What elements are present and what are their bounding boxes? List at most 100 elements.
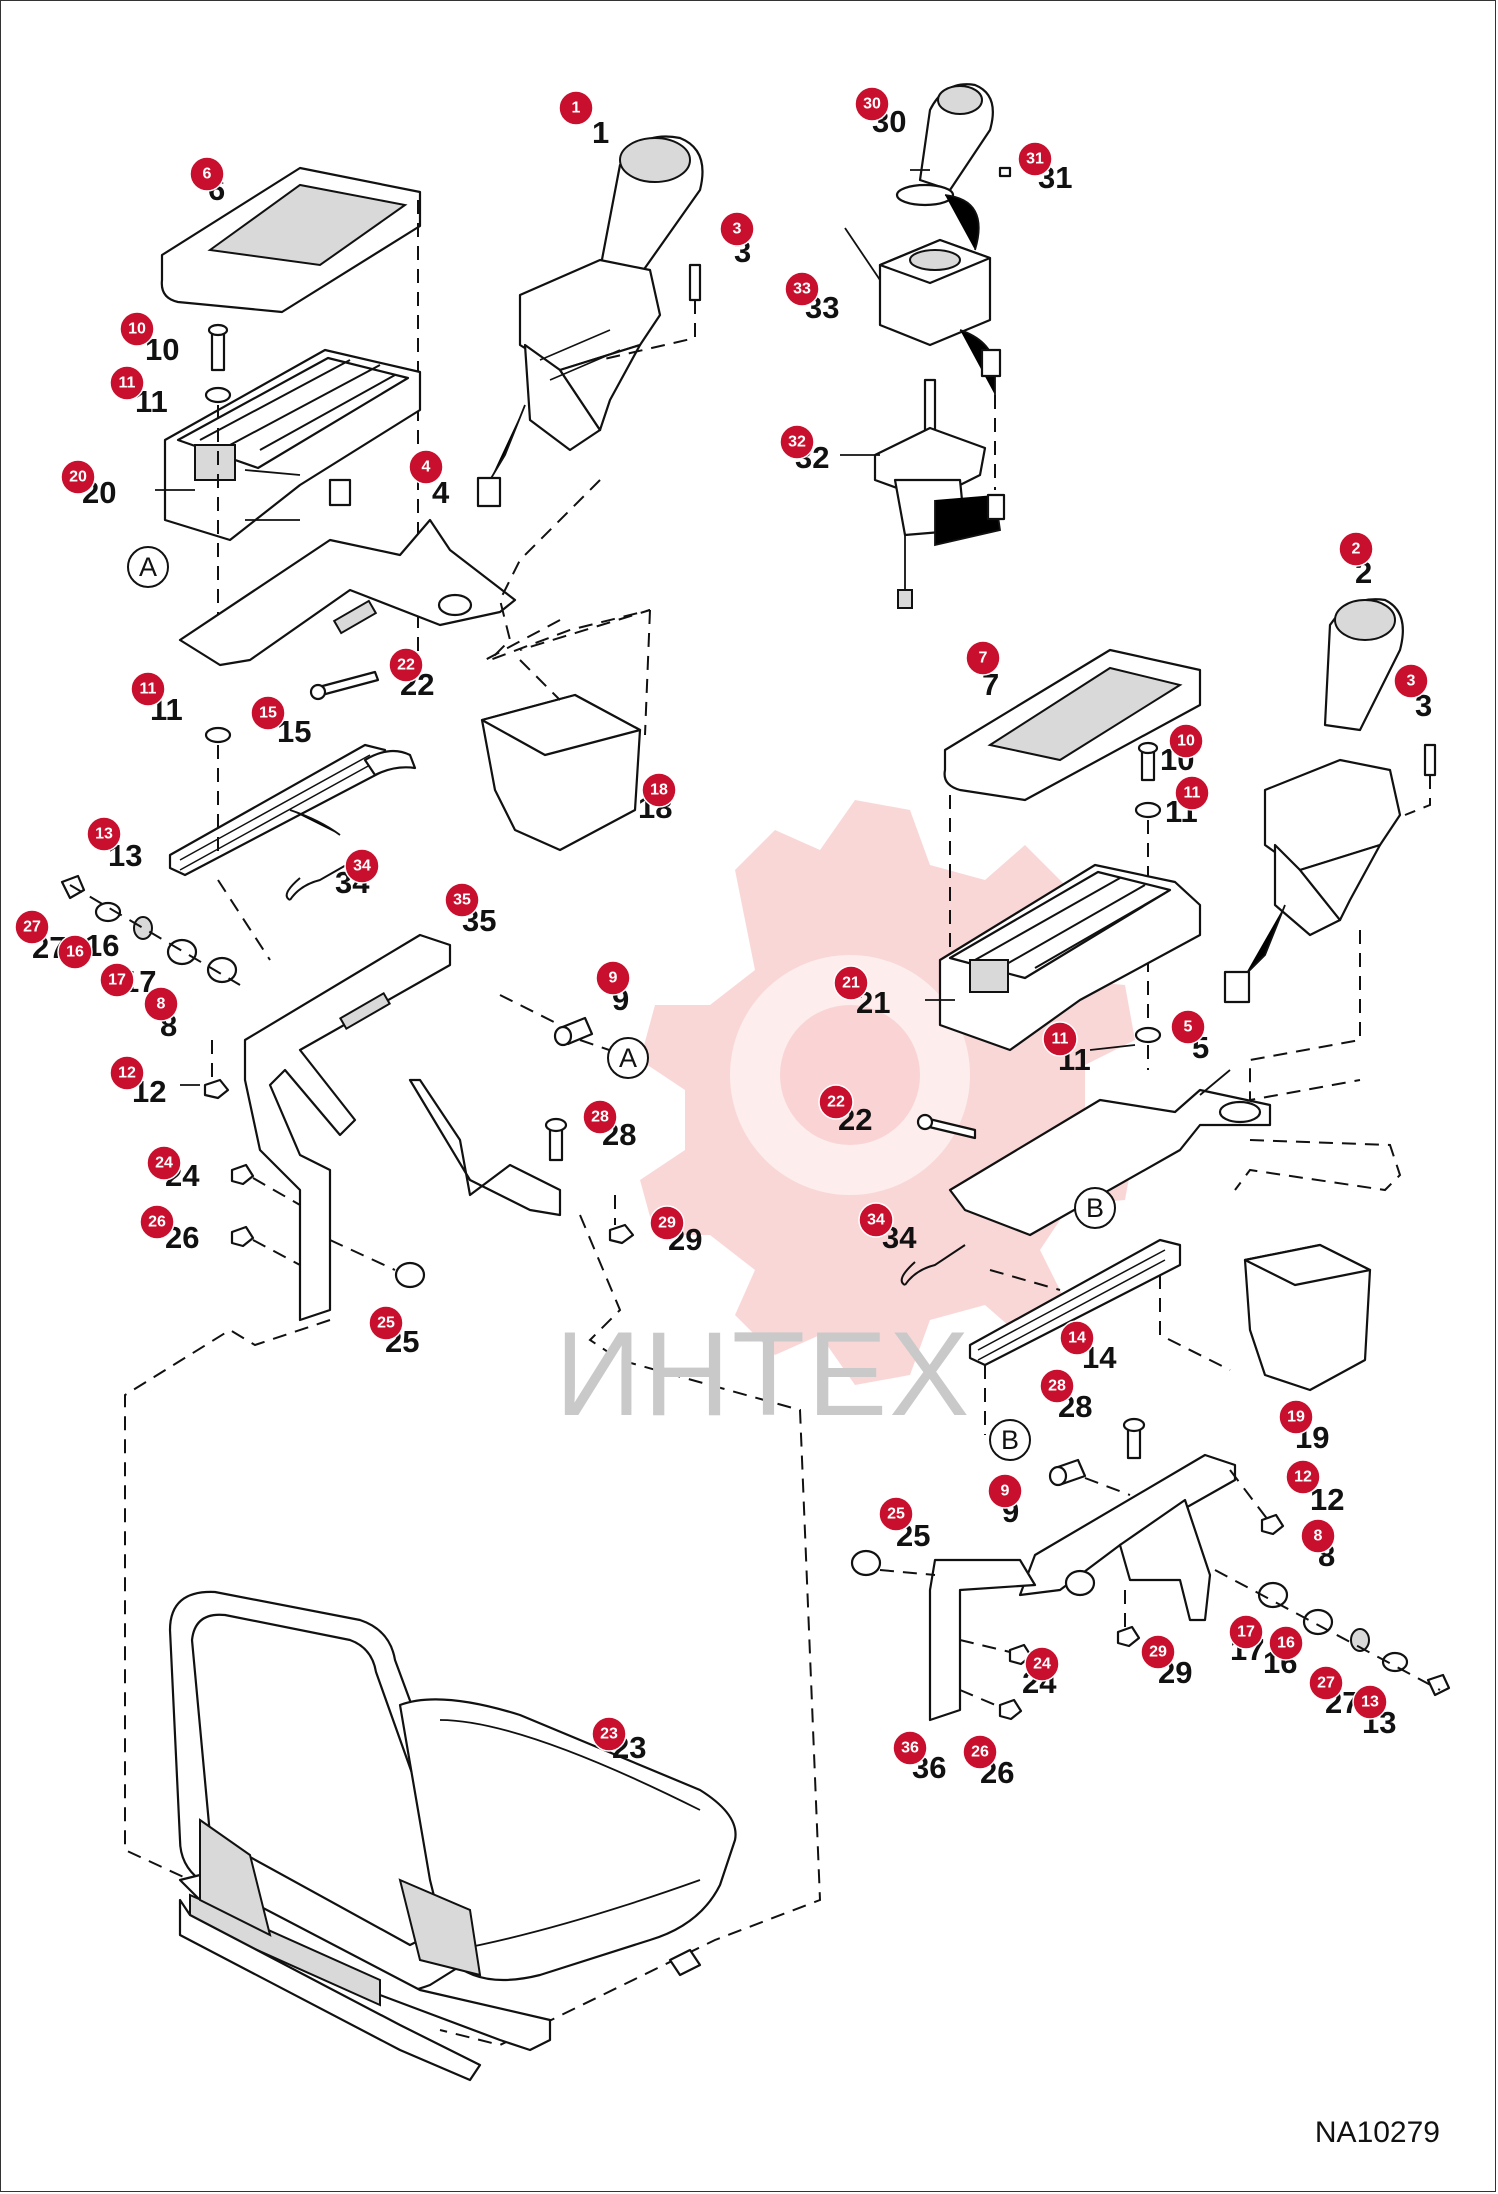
svg-text:29: 29: [1149, 1644, 1167, 1661]
svg-text:6: 6: [203, 166, 212, 183]
view-ref-b: B: [1074, 1187, 1116, 1229]
svg-text:33: 33: [793, 281, 811, 298]
svg-text:17: 17: [108, 972, 126, 989]
badge-9: 9: [987, 1473, 1023, 1509]
svg-text:B: B: [1086, 1193, 1104, 1223]
badge-11: 11: [130, 671, 166, 707]
badge-3: 3: [1393, 663, 1429, 699]
svg-text:24: 24: [1033, 1656, 1051, 1673]
badge-3: 3: [719, 211, 755, 247]
badge-34: 34: [344, 848, 380, 884]
svg-text:11: 11: [119, 375, 136, 392]
badge-34: 34: [858, 1202, 894, 1238]
badge-9: 9: [595, 960, 631, 996]
badge-32: 32: [779, 424, 815, 460]
badge-24: 24: [146, 1145, 182, 1181]
svg-text:22: 22: [397, 657, 415, 674]
svg-text:9: 9: [609, 970, 618, 987]
svg-text:18: 18: [650, 782, 668, 799]
svg-text:29: 29: [658, 1215, 676, 1232]
badge-11: 11: [1174, 775, 1210, 811]
svg-text:12: 12: [1294, 1469, 1312, 1486]
svg-text:28: 28: [1048, 1378, 1066, 1395]
view-ref-a: A: [127, 546, 169, 588]
svg-text:17: 17: [1237, 1624, 1255, 1641]
badge-26: 26: [962, 1734, 998, 1770]
badge-4: 4: [408, 449, 444, 485]
svg-text:31: 31: [1026, 151, 1044, 168]
badge-2: 2: [1338, 531, 1374, 567]
badge-27: 27: [1308, 1665, 1344, 1701]
svg-text:10: 10: [128, 321, 146, 338]
badge-16: 16: [1268, 1625, 1304, 1661]
drawing-number: NA10279: [1314, 2116, 1440, 2149]
svg-text:34: 34: [353, 858, 371, 875]
view-ref-b: B: [989, 1419, 1031, 1461]
svg-text:28: 28: [591, 1109, 609, 1126]
badge-19: 19: [1278, 1399, 1314, 1435]
svg-text:13: 13: [95, 826, 113, 843]
badge-13: 13: [1352, 1684, 1388, 1720]
badge-25: 25: [878, 1496, 914, 1532]
badge-29: 29: [1140, 1634, 1176, 1670]
svg-text:36: 36: [901, 1740, 919, 1757]
badge-14: 14: [1059, 1320, 1095, 1356]
svg-text:8: 8: [1314, 1528, 1323, 1545]
svg-text:1: 1: [572, 100, 581, 117]
svg-text:30: 30: [863, 96, 881, 113]
badge-7: 7: [965, 640, 1001, 676]
badge-33: 33: [784, 271, 820, 307]
svg-text:16: 16: [66, 944, 84, 961]
badge-18: 18: [641, 772, 677, 808]
svg-text:14: 14: [1068, 1330, 1086, 1347]
badge-24: 24: [1024, 1646, 1060, 1682]
svg-text:9: 9: [1001, 1483, 1010, 1500]
svg-text:26: 26: [971, 1744, 989, 1761]
badge-23: 23: [591, 1716, 627, 1752]
badge-12: 12: [109, 1055, 145, 1091]
badge-27: 27: [14, 909, 50, 945]
svg-text:4: 4: [422, 459, 431, 476]
svg-text:8: 8: [157, 996, 166, 1013]
badge-17: 17: [99, 962, 135, 998]
svg-text:21: 21: [842, 975, 860, 992]
badge-28: 28: [1039, 1368, 1075, 1404]
badge-25: 25: [368, 1305, 404, 1341]
part-number: 4: [432, 475, 450, 510]
leader-lines: [155, 169, 1231, 1096]
badge-8: 8: [143, 986, 179, 1022]
svg-text:35: 35: [453, 892, 471, 909]
svg-text:23: 23: [600, 1726, 618, 1743]
svg-text:10: 10: [1177, 733, 1195, 750]
badge-8: 8: [1300, 1518, 1336, 1554]
badge-6: 6: [189, 156, 225, 192]
badge-5: 5: [1170, 1009, 1206, 1045]
badge-21: 21: [833, 965, 869, 1001]
svg-text:16: 16: [1277, 1635, 1295, 1652]
svg-text:11: 11: [1184, 785, 1201, 802]
badge-28: 28: [582, 1099, 618, 1135]
svg-text:19: 19: [1287, 1409, 1305, 1426]
badge-20: 20: [60, 459, 96, 495]
svg-text:2: 2: [1352, 541, 1361, 558]
badge-15: 15: [250, 695, 286, 731]
svg-text:24: 24: [155, 1155, 173, 1172]
svg-text:3: 3: [733, 221, 742, 238]
badge-1: 1: [558, 90, 594, 126]
part-number: 7: [982, 667, 999, 702]
badge-11: 11: [109, 365, 145, 401]
watermark-text: ИНТЕХ: [555, 1307, 972, 1441]
badge-10: 10: [1168, 723, 1204, 759]
svg-text:22: 22: [827, 1094, 845, 1111]
svg-text:26: 26: [148, 1214, 166, 1231]
badge-10: 10: [119, 311, 155, 347]
view-ref-a: A: [607, 1037, 649, 1079]
svg-text:11: 11: [1052, 1031, 1069, 1048]
svg-text:3: 3: [1407, 673, 1416, 690]
svg-text:32: 32: [788, 434, 806, 451]
badge-29: 29: [649, 1205, 685, 1241]
svg-text:20: 20: [69, 469, 87, 486]
